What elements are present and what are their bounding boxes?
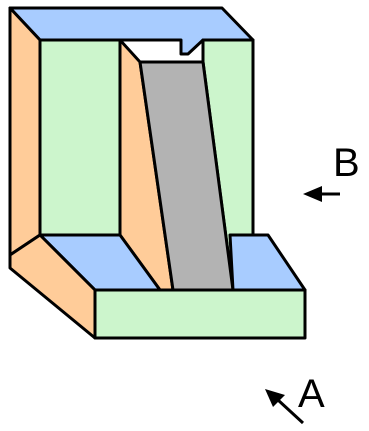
base-front-face [93, 288, 307, 340]
view-arrow-b-head-icon [303, 186, 322, 202]
base-block [8, 233, 307, 340]
view-arrow-a-head-icon [265, 389, 285, 407]
view-direction-a: A [265, 372, 325, 425]
view-label-a: A [298, 372, 325, 416]
view-label-b: B [333, 141, 360, 185]
back-wall [8, 6, 255, 270]
inclined-slot [118, 38, 235, 292]
view-direction-b: B [303, 141, 360, 202]
view-arrow-a-line [276, 398, 305, 425]
back-wall-front-face-left [38, 38, 122, 237]
base-top-face-right [228, 233, 307, 292]
back-wall-left-side-face [8, 6, 42, 257]
